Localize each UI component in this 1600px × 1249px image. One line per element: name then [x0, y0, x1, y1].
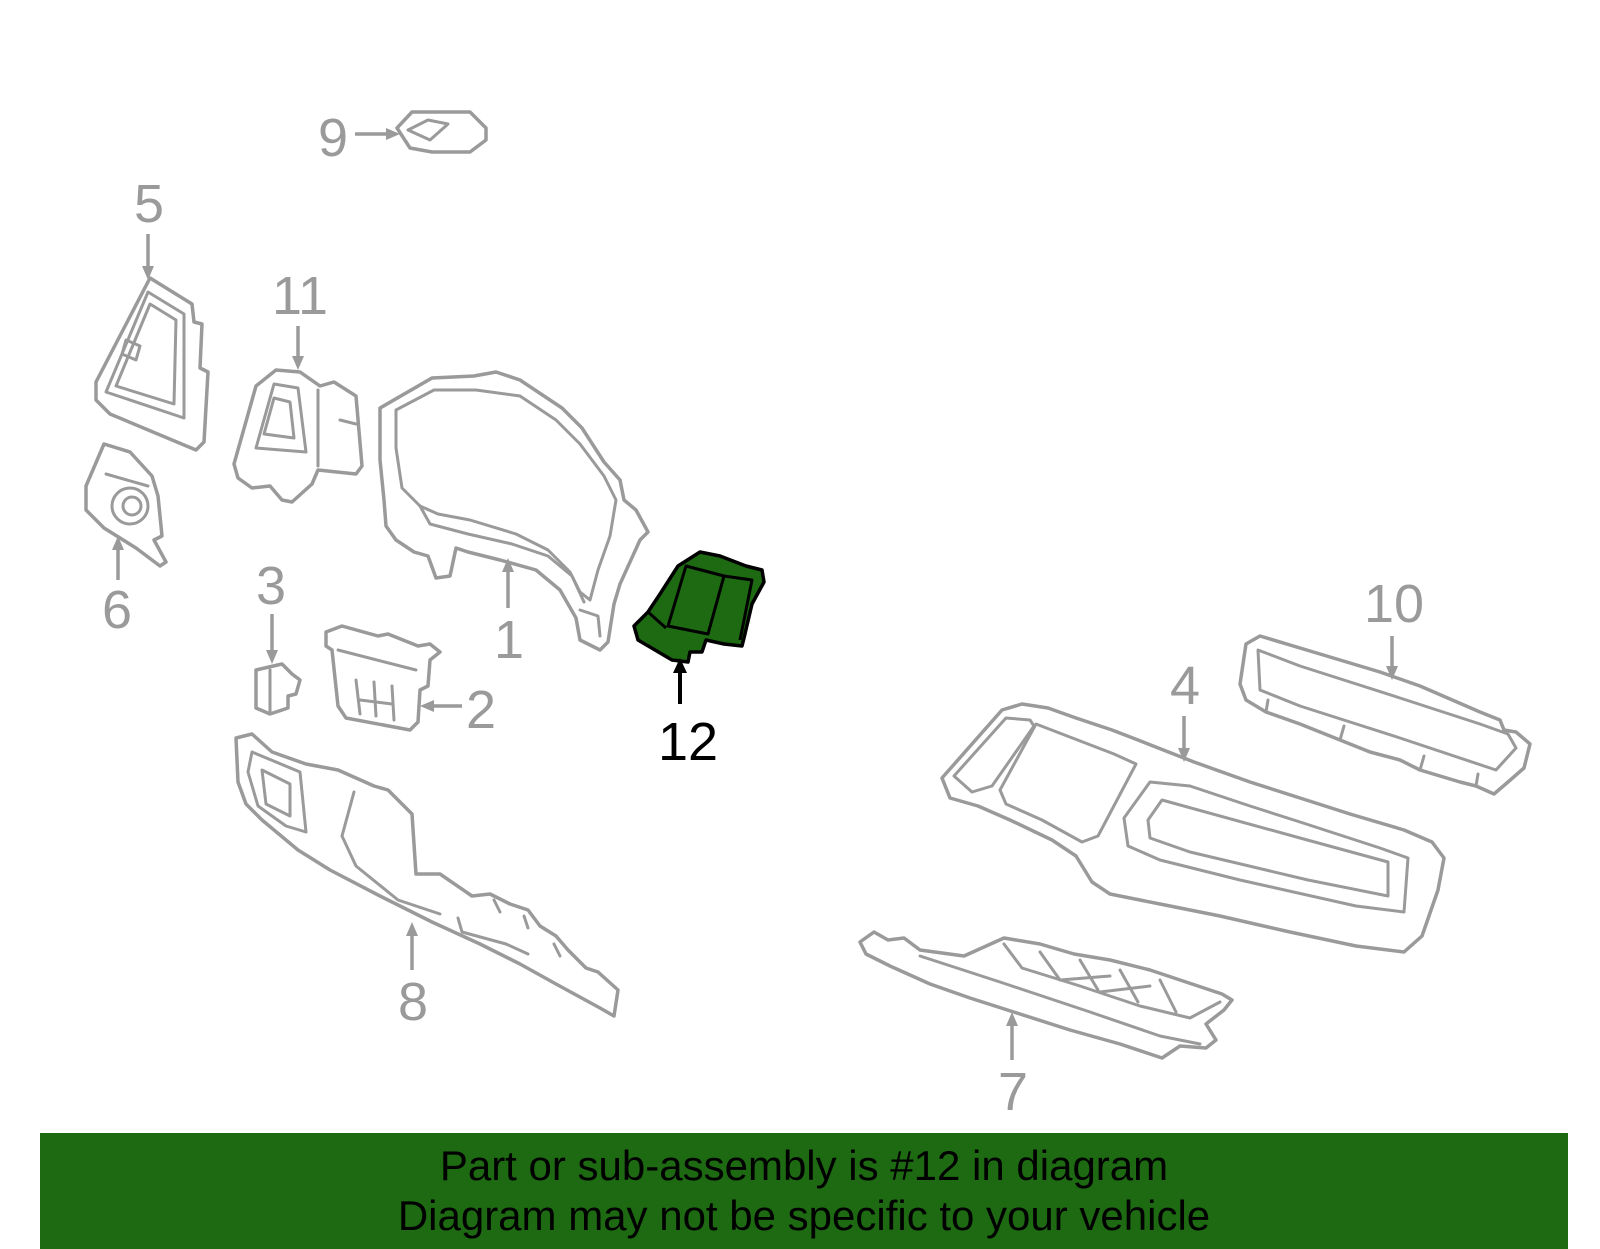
- callout-6: 6: [102, 580, 132, 640]
- callout-8: 8: [398, 972, 428, 1032]
- arrowhead-2: [420, 700, 434, 712]
- callout-1: 1: [494, 610, 524, 670]
- arrowhead-9: [386, 128, 400, 140]
- arrowhead-6: [112, 536, 124, 550]
- banner-line-part: Part or sub-assembly is #12 in diagram: [439, 1142, 1169, 1189]
- callout-3: 3: [256, 556, 286, 616]
- arrowhead-8: [406, 922, 418, 936]
- part-8-shape: [234, 732, 620, 1018]
- callout-12: 12: [658, 712, 718, 772]
- arrowhead-1: [502, 558, 514, 572]
- part-9-shape: [395, 110, 488, 154]
- callout-7: 7: [998, 1062, 1028, 1122]
- callout-10: 10: [1364, 574, 1424, 634]
- part-11-shape: [232, 368, 364, 504]
- arrowhead-4: [1178, 748, 1190, 762]
- part-10-shape: [1238, 634, 1532, 796]
- callout-4: 4: [1170, 656, 1200, 716]
- arrowhead-7: [1006, 1012, 1018, 1026]
- callout-11: 11: [272, 266, 328, 326]
- arrowhead-12: [673, 658, 687, 673]
- callout-5: 5: [134, 174, 164, 234]
- part-6-shape: [84, 442, 168, 568]
- callout-2: 2: [466, 680, 496, 740]
- part-5-shape: [94, 276, 210, 452]
- part-3-shape: [254, 662, 302, 716]
- callout-9: 9: [318, 108, 348, 168]
- banner-line-disclaimer: Diagram may not be specific to your vehi…: [397, 1192, 1211, 1239]
- part-2-shape: [324, 624, 442, 732]
- part-1-shape: [378, 370, 650, 652]
- part-4-shape: [940, 702, 1446, 954]
- arrowhead-3: [266, 650, 278, 664]
- arrowhead-10: [1386, 666, 1398, 680]
- info-banner: Part or sub-assembly is #12 in diagram D…: [40, 1133, 1568, 1249]
- part-12-shape: [632, 550, 766, 664]
- arrowhead-5: [142, 266, 154, 280]
- part-7-shape: [858, 930, 1234, 1060]
- arrowhead-11: [292, 356, 304, 370]
